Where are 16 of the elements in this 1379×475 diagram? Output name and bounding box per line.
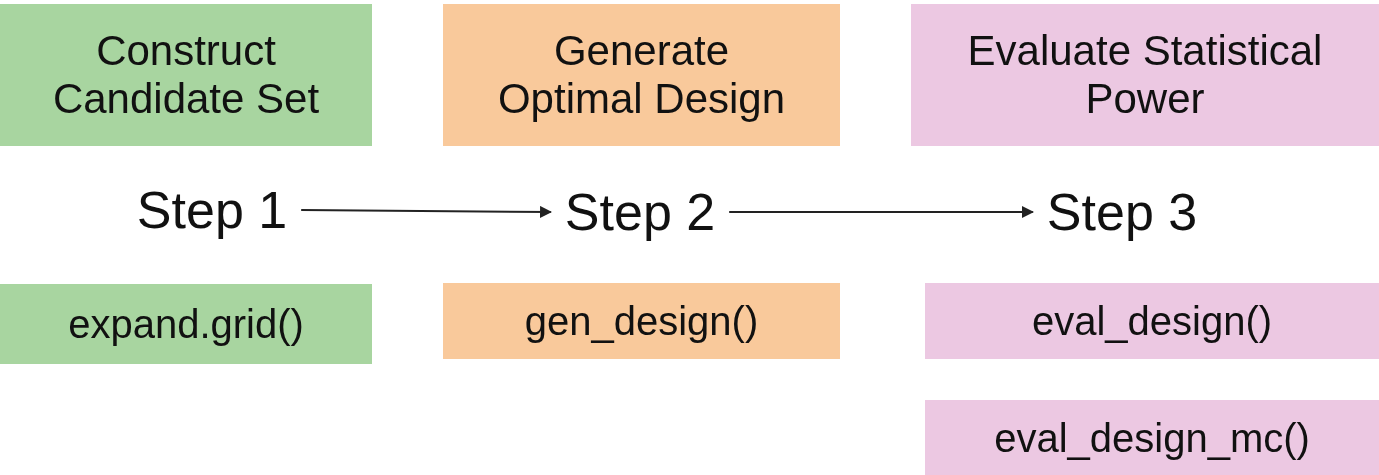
box-label: Evaluate Statistical Power (966, 26, 1324, 124)
box-label: eval_design() (1031, 298, 1273, 344)
arrow (728, 206, 1035, 218)
step-title-box (0, 4, 372, 146)
box-label: gen_design() (524, 298, 759, 344)
step-title-box (443, 4, 840, 146)
function-box (925, 283, 1379, 359)
box-label: expand.grid() (68, 301, 304, 347)
function-box (0, 284, 372, 364)
box-label: eval_design_mc() (994, 414, 1310, 461)
arrow (300, 205, 553, 218)
function-box (925, 400, 1379, 475)
box-label: Generate Optimal Design (496, 26, 787, 124)
step-title-box (911, 4, 1379, 146)
function-box (443, 283, 840, 359)
box-label: Construct Candidate Set (51, 26, 321, 124)
